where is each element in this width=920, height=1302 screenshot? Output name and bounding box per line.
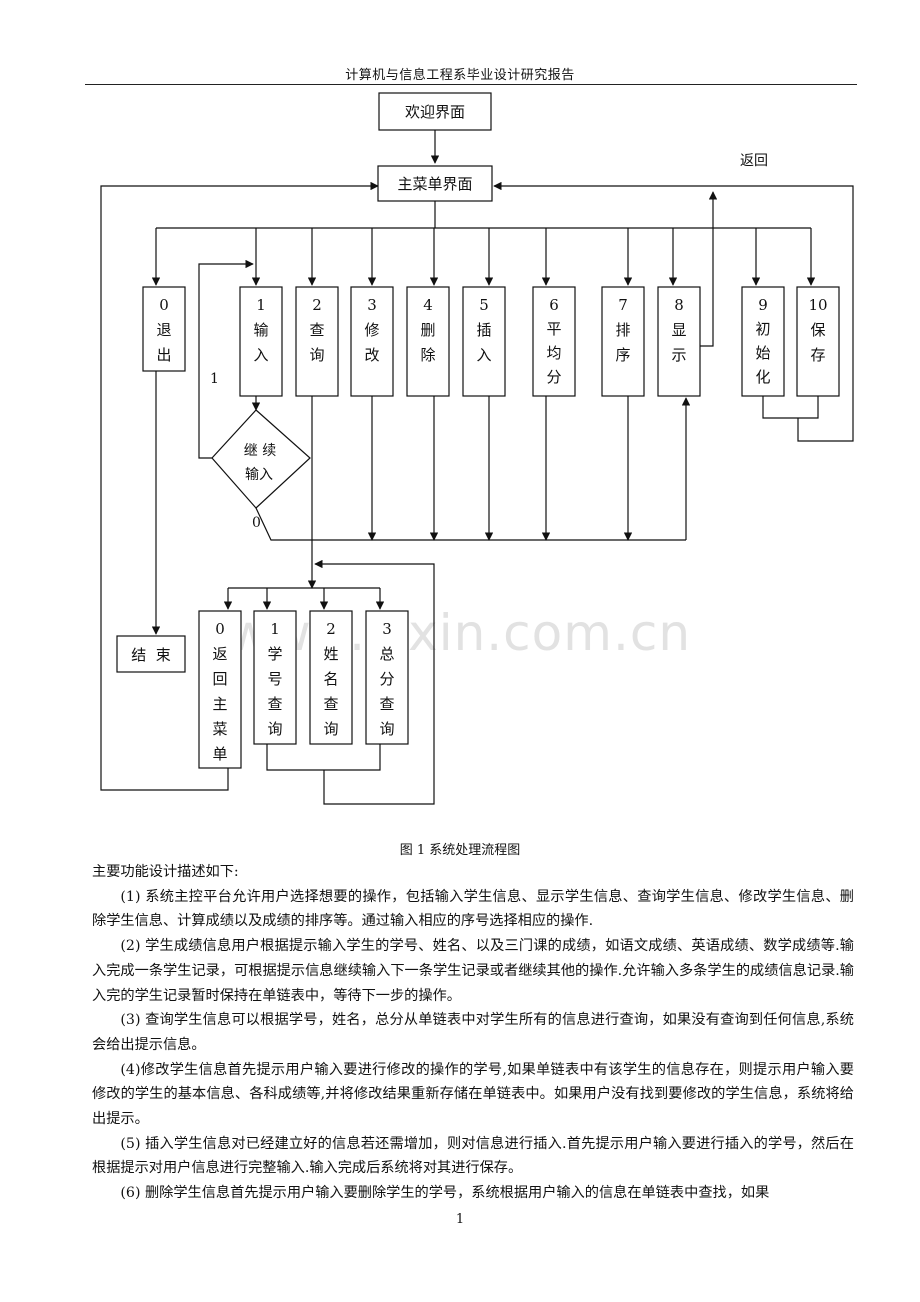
- return-label: 返回: [740, 153, 768, 169]
- option-char: 10: [808, 296, 827, 314]
- option-save: 10 保 存: [796, 286, 840, 397]
- option-char: 1: [270, 620, 280, 638]
- option-char: 主: [212, 695, 227, 713]
- option-char: 除: [420, 346, 435, 364]
- figure-caption: 图 1 系统处理流程图: [399, 843, 521, 858]
- option-char: 排: [615, 321, 630, 339]
- option-char: 0: [159, 296, 169, 314]
- option-char: 4: [423, 296, 433, 314]
- option-char: 7: [618, 296, 628, 314]
- option-char: 插: [476, 321, 491, 339]
- option-char: 返: [212, 645, 227, 663]
- sub-option-by-total: 3 总 分 查 询: [365, 610, 409, 745]
- option-char: 0: [215, 620, 225, 638]
- no-label: 0: [252, 515, 261, 531]
- option-modify: 3 修 改: [350, 286, 394, 397]
- option-sort: 7 排 序: [601, 286, 645, 397]
- body-text: 主要功能设计描述如下: (1) 系统主控平台允许用户选择想要的操作，包括输入学生…: [92, 860, 854, 1206]
- option-char: 查: [267, 695, 282, 713]
- paragraph: (5) 插入学生信息对已经建立好的信息若还需增加，则对信息进行插入.首先提示用户…: [92, 1135, 854, 1177]
- body-lead: 主要功能设计描述如下:: [92, 864, 239, 880]
- option-char: 询: [379, 720, 394, 738]
- paragraph: (6) 删除学生信息首先提示用户输入要删除学生的学号，系统根据用户输入的信息在单…: [120, 1185, 770, 1202]
- option-char: 6: [549, 296, 559, 314]
- option-char: 2: [326, 620, 336, 638]
- option-char: 分: [546, 368, 561, 386]
- sub-option-return-main: 0 返 回 主 菜 单: [198, 610, 242, 769]
- option-char: 保: [810, 321, 825, 339]
- option-char: 1: [256, 296, 266, 314]
- option-exit: 0 退 出: [142, 286, 186, 372]
- welcome-label: 欢迎界面: [405, 103, 465, 121]
- option-char: 显: [671, 321, 686, 339]
- option-char: 学: [267, 645, 282, 663]
- option-char: 序: [615, 346, 630, 364]
- option-delete: 4 删 除: [406, 286, 450, 397]
- sub-option-by-name: 2 姓 名 查 询: [309, 610, 353, 745]
- connector-lines: [100, 130, 854, 805]
- option-char: 示: [671, 346, 686, 364]
- option-char: 2: [312, 296, 322, 314]
- main-menu-label: 主菜单界面: [397, 175, 472, 193]
- option-char: 入: [253, 346, 268, 364]
- decision-label: 继 续: [244, 442, 276, 459]
- option-char: 菜: [212, 720, 227, 738]
- option-char: 查: [379, 695, 394, 713]
- option-query: 2 查 询: [295, 286, 339, 397]
- flowchart: 欢迎界面 主菜单界面 返回 0 退 出 1 输 入 2 查 询 3 修 改 4 …: [100, 92, 854, 805]
- option-char: 始: [755, 344, 770, 362]
- option-char: 改: [364, 346, 379, 364]
- page-number: 1: [455, 1212, 465, 1227]
- paragraph: (2) 学生成绩信息用户根据提示输入学生的学号、姓名、以及三门课的成绩，如语文成…: [92, 938, 854, 1004]
- option-char: 单: [212, 745, 227, 763]
- option-char: 分: [379, 670, 394, 688]
- option-char: 修: [364, 321, 379, 339]
- paragraph: (4)修改学生信息首先提示用户输入要进行修改的操作的学号,如果单链表中有该学生的…: [92, 1061, 854, 1128]
- option-char: 存: [810, 346, 825, 364]
- option-char: 询: [267, 720, 282, 738]
- main-menu-box: 主菜单界面: [377, 165, 493, 202]
- option-char: 9: [758, 296, 768, 314]
- end-label: 结 束: [131, 646, 171, 664]
- option-char: 8: [674, 296, 684, 314]
- option-char: 入: [476, 346, 491, 364]
- option-char: 删: [420, 321, 435, 339]
- decision-continue-input: 继 续 输入: [211, 409, 311, 509]
- option-char: 查: [323, 695, 338, 713]
- option-char: 回: [212, 670, 227, 688]
- option-average: 6 平 均 分: [532, 286, 576, 397]
- end-box: 结 束: [116, 635, 186, 673]
- header-rule: [85, 84, 857, 85]
- option-char: 初: [755, 320, 770, 338]
- page-header: 计算机与信息工程系毕业设计研究报告: [345, 68, 575, 83]
- option-char: 化: [755, 368, 770, 386]
- option-char: 退: [156, 321, 171, 339]
- option-insert: 5 插 入: [462, 286, 506, 397]
- option-char: 3: [367, 296, 377, 314]
- option-char: 号: [267, 670, 282, 688]
- paragraph: (1) 系统主控平台允许用户选择想要的操作，包括输入学生信息、显示学生信息、查询…: [92, 888, 854, 930]
- option-char: 平: [546, 320, 561, 338]
- option-char: 5: [479, 296, 489, 314]
- welcome-box: 欢迎界面: [378, 92, 492, 131]
- option-char: 总: [379, 645, 394, 663]
- option-char: 出: [156, 346, 171, 364]
- decision-label: 输入: [245, 467, 273, 483]
- option-display: 8 显 示: [657, 286, 701, 397]
- option-init: 9 初 始 化: [741, 286, 785, 397]
- option-char: 输: [253, 321, 268, 339]
- yes-label: 1: [210, 371, 219, 387]
- sub-option-by-number: 1 学 号 查 询: [253, 610, 297, 745]
- option-char: 查: [309, 321, 324, 339]
- option-char: 姓: [323, 645, 338, 663]
- option-char: 名: [323, 670, 338, 688]
- option-input: 1 输 入: [239, 286, 283, 397]
- watermark: www.zixin.com.cn: [228, 604, 692, 662]
- option-char: 3: [382, 620, 392, 638]
- option-char: 询: [309, 346, 324, 364]
- option-char: 均: [546, 344, 561, 362]
- paragraph: (3) 查询学生信息可以根据学号，姓名，总分从单链表中对学生所有的信息进行查询，…: [92, 1012, 854, 1053]
- option-char: 询: [323, 720, 338, 738]
